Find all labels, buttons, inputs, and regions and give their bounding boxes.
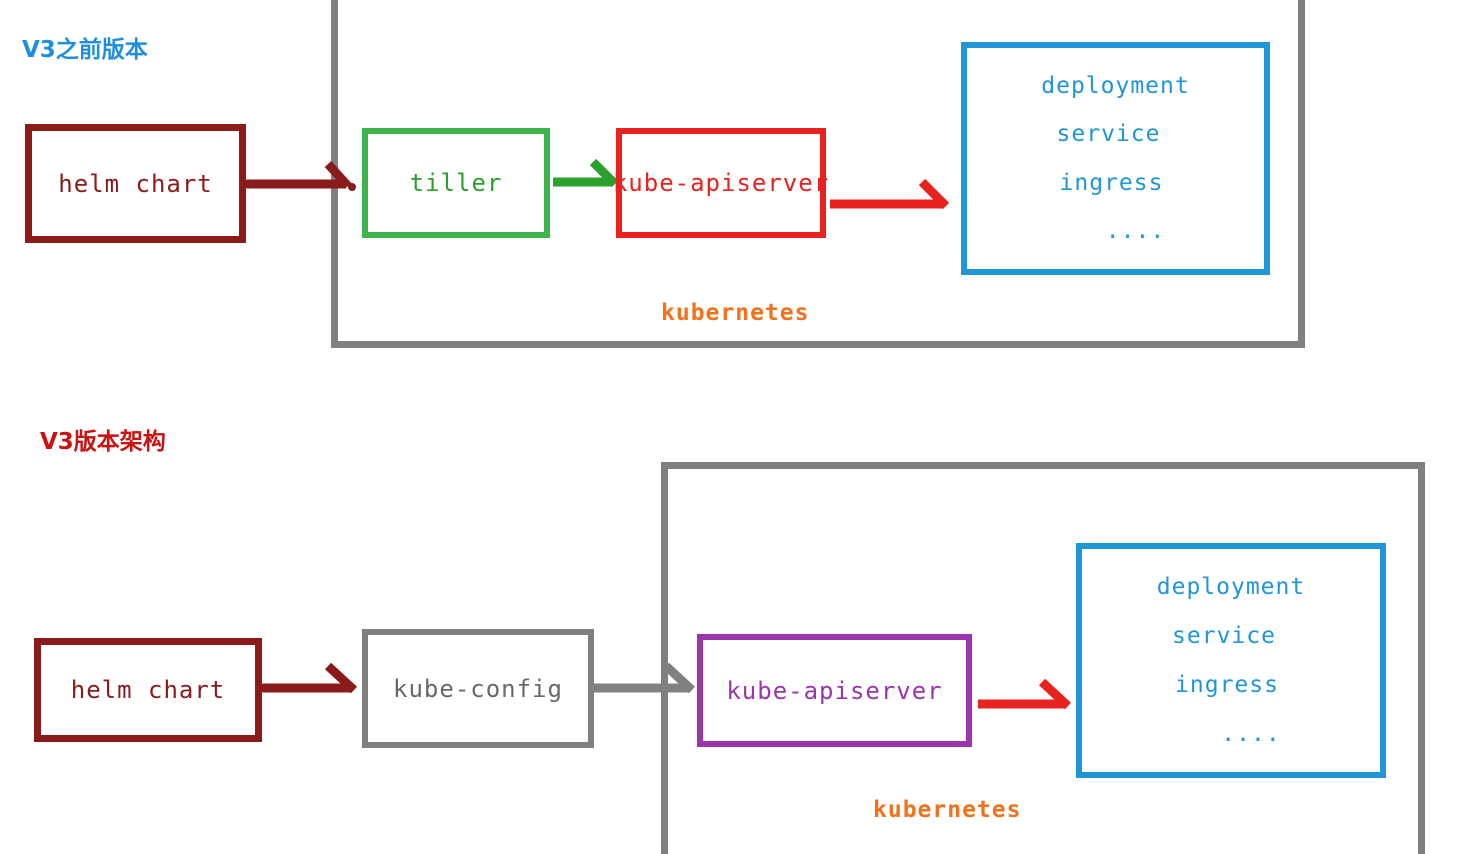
- node-helm-chart-top-label: helm chart: [58, 169, 213, 198]
- node-helm-chart-bottom[interactable]: helm chart: [34, 638, 262, 742]
- arrow-tiller-to-apiserver: [553, 158, 633, 202]
- arrow-helm-to-tiller: [244, 160, 364, 204]
- arrow-apiserver-to-resources-top: [830, 178, 960, 222]
- kubernetes-cluster-bottom: [661, 462, 1425, 854]
- arrow-helm-to-kubeconfig: [258, 662, 378, 706]
- resource-box-bottom: deployment service ingress ....: [1076, 543, 1386, 778]
- section-title-v3: V3版本架构: [40, 429, 166, 455]
- cluster-label-bottom: kubernetes: [873, 797, 1022, 823]
- node-tiller[interactable]: tiller: [362, 128, 550, 238]
- arrow-apiserver-to-resources-bottom: [978, 678, 1088, 722]
- node-kube-config-label: kube-config: [393, 674, 563, 703]
- node-kube-config[interactable]: kube-config: [362, 629, 594, 748]
- resource-service-bottom: service: [1172, 623, 1276, 650]
- resource-ingress-top: ingress: [1059, 169, 1164, 196]
- section-title-pre-v3: V3之前版本: [22, 37, 148, 63]
- node-helm-chart-top[interactable]: helm chart: [25, 124, 246, 243]
- resource-ellipsis-top: ....: [1105, 217, 1166, 244]
- node-kube-apiserver-bottom[interactable]: kube-apiserver: [697, 634, 972, 747]
- resource-deployment-top: deployment: [1041, 73, 1190, 100]
- resource-ellipsis-bottom: ....: [1221, 720, 1281, 747]
- node-kube-apiserver-top[interactable]: kube-apiserver: [612, 128, 830, 238]
- resource-deployment-bottom: deployment: [1156, 574, 1306, 601]
- node-kube-apiserver-top-label: kube-apiserver: [612, 169, 830, 197]
- resource-box-top: deployment service ingress ....: [961, 42, 1270, 275]
- arrow-kubeconfig-to-apiserver: [592, 662, 712, 706]
- resource-ingress-bottom: ingress: [1175, 671, 1279, 698]
- node-helm-chart-bottom-label: helm chart: [70, 676, 226, 704]
- node-tiller-label: tiller: [409, 169, 503, 197]
- cluster-label-top: kubernetes: [661, 300, 810, 326]
- resource-service-top: service: [1056, 121, 1161, 148]
- node-kube-apiserver-bottom-label: kube-apiserver: [726, 676, 943, 705]
